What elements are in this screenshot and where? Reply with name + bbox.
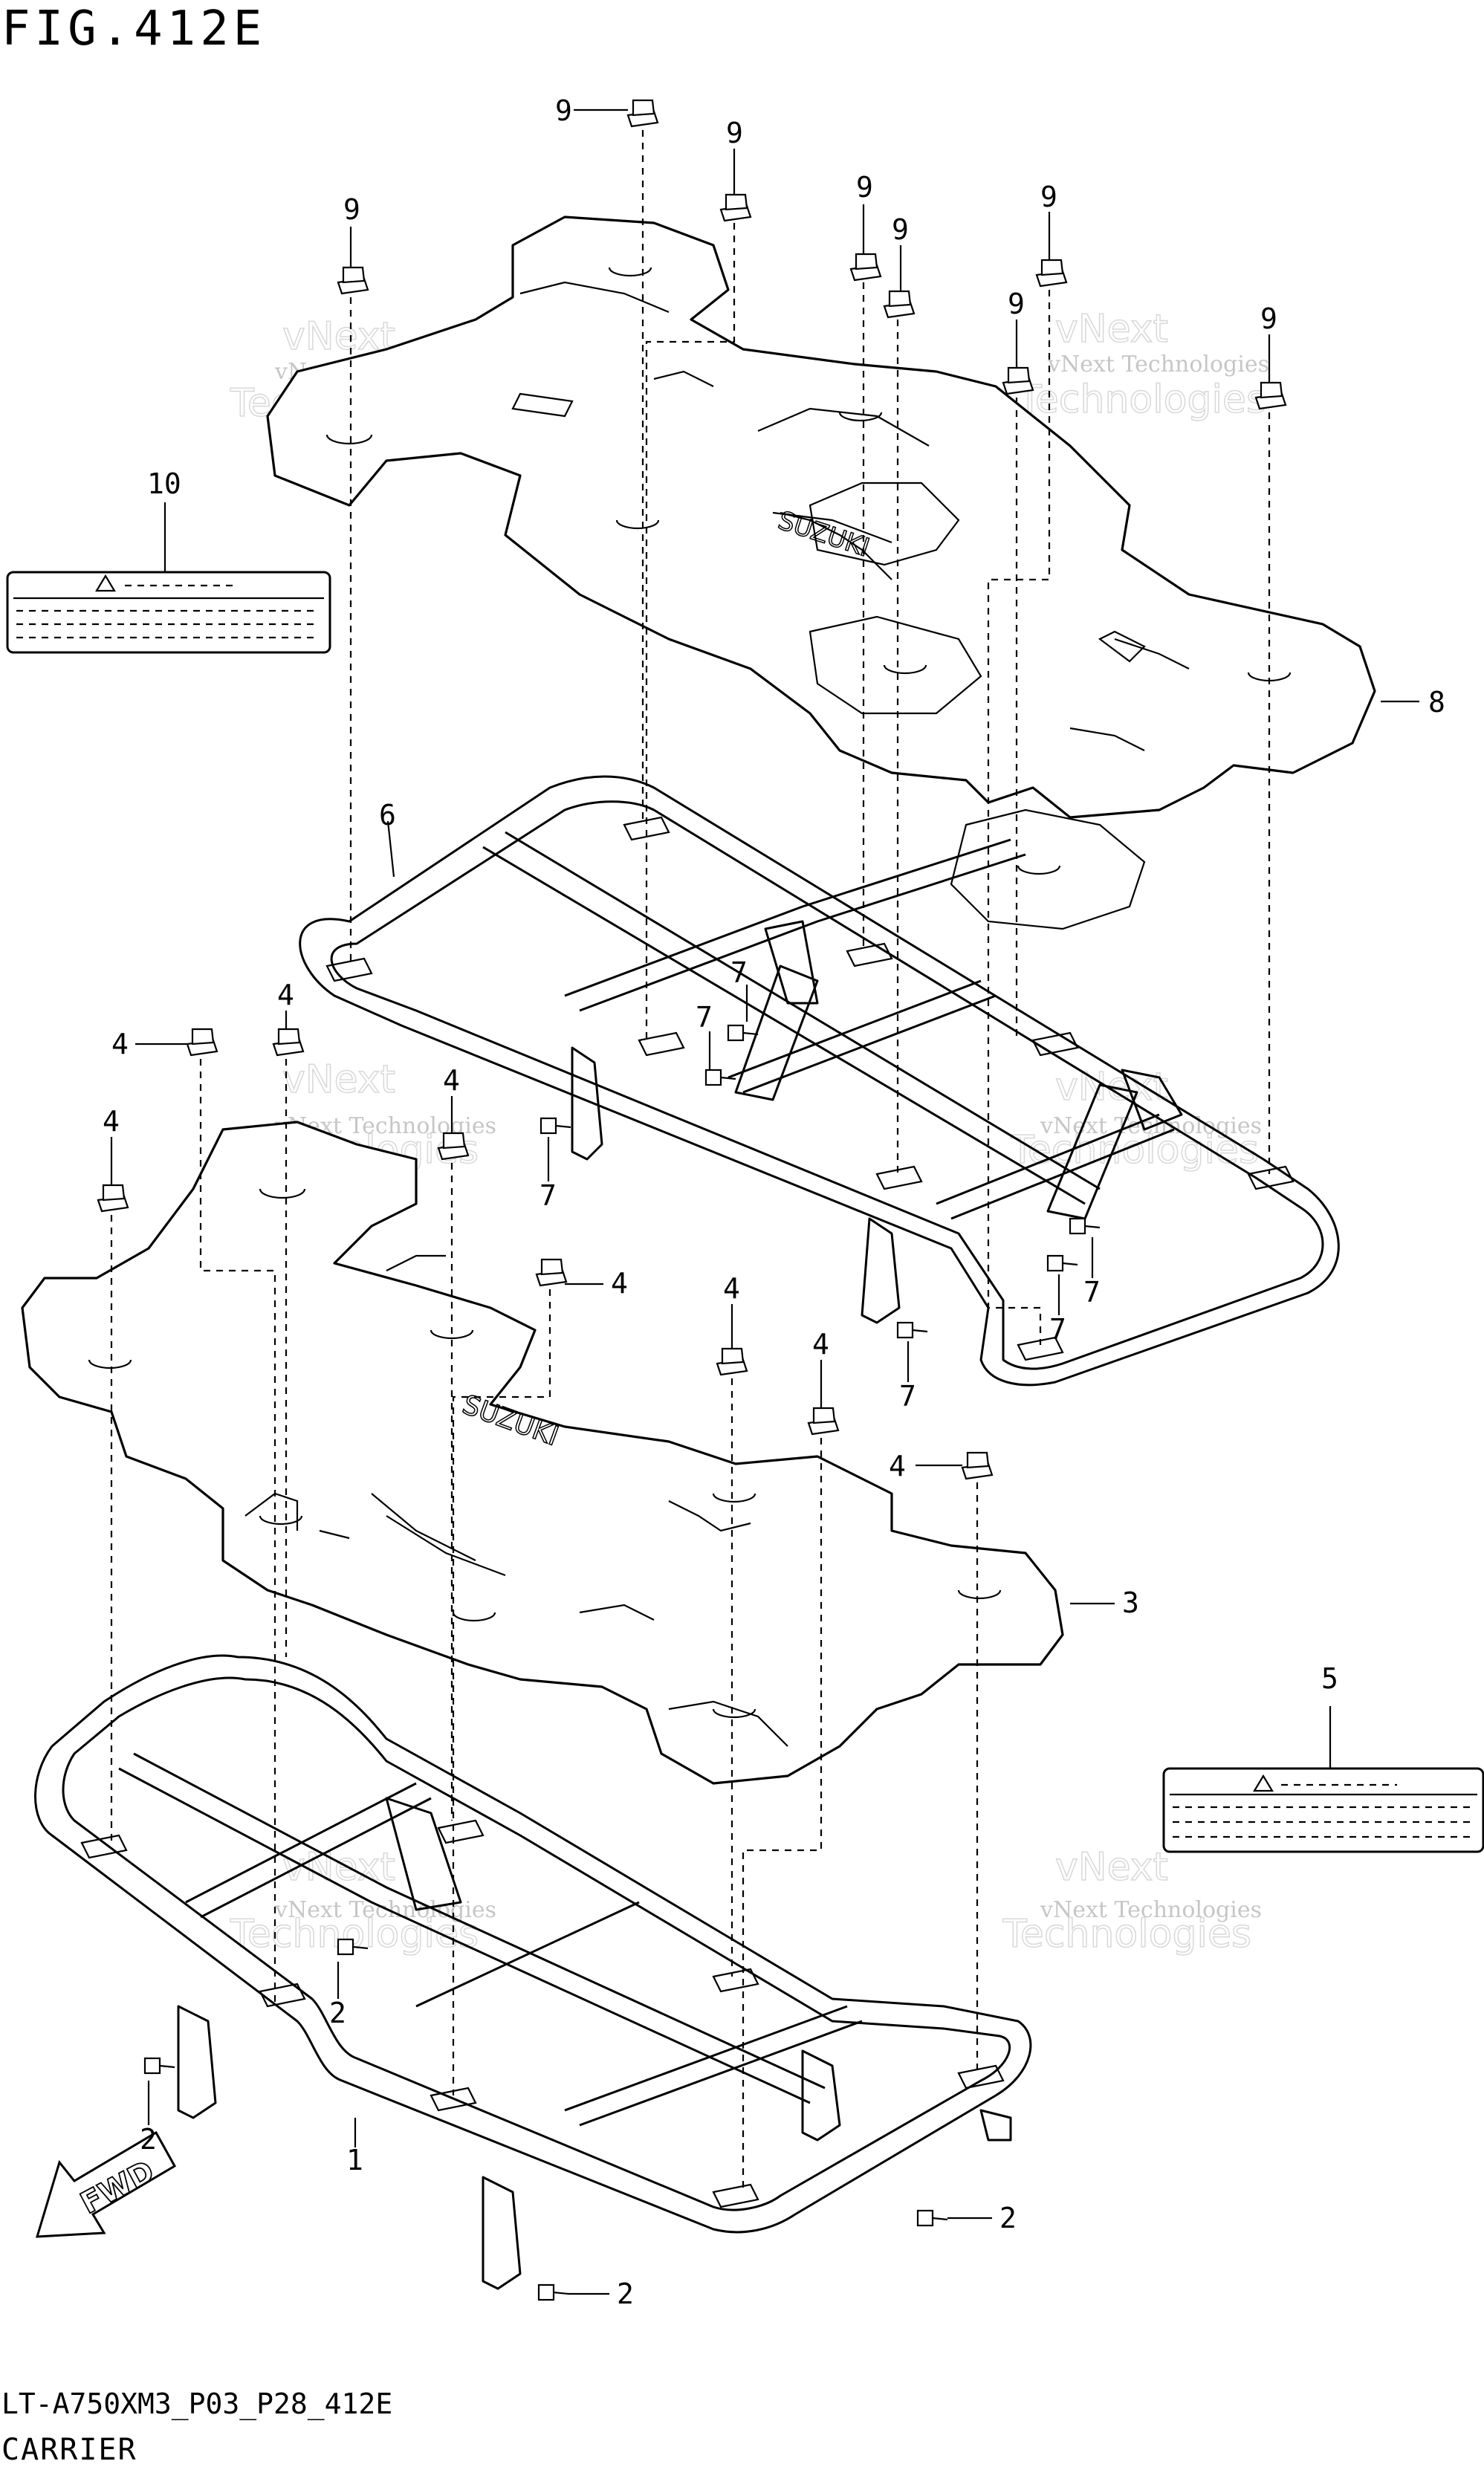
bolt-icon bbox=[337, 266, 369, 295]
callout-7: 7 bbox=[696, 1001, 713, 1034]
screws-2 bbox=[143, 1938, 948, 2301]
screws-7 bbox=[540, 1024, 1101, 1339]
screw-icon bbox=[916, 2209, 948, 2227]
callout-9: 9 bbox=[892, 213, 909, 246]
callout-7: 7 bbox=[1083, 1276, 1101, 1309]
rear-carrier-cover: SUZUKI bbox=[266, 215, 1376, 930]
callout-4: 4 bbox=[723, 1272, 740, 1305]
callout-4: 4 bbox=[889, 1450, 906, 1482]
callout-6: 6 bbox=[379, 799, 396, 831]
bolt-icon bbox=[883, 290, 916, 319]
callout-9: 9 bbox=[555, 94, 572, 127]
callout-labels: 9 9 9 9 9 9 9 9 10 8 6 7 7 7 7 7 7 4 4 4… bbox=[103, 94, 1445, 2310]
callout-5: 5 bbox=[1321, 1662, 1338, 1695]
bolt-icon bbox=[961, 1451, 994, 1480]
screw-icon bbox=[1046, 1254, 1078, 1272]
watermark-text: vNext Technologies bbox=[1040, 1897, 1262, 1923]
callout-9: 9 bbox=[856, 171, 873, 204]
callout-7: 7 bbox=[730, 956, 748, 989]
watermark-large: vNext bbox=[1055, 1845, 1168, 1890]
figure-caption: CARRIER bbox=[1, 2433, 137, 2467]
screw-icon bbox=[143, 2057, 175, 2075]
bolt-icon bbox=[1254, 381, 1287, 410]
watermark-large: Technologies bbox=[1010, 1128, 1259, 1173]
bolt-icon bbox=[272, 1028, 305, 1057]
bolt-icon bbox=[1002, 366, 1034, 395]
watermark-large: Technologies bbox=[230, 1912, 479, 1957]
assembly-lines-lower bbox=[110, 1059, 979, 2192]
callout-4: 4 bbox=[111, 1028, 129, 1060]
callout-9: 9 bbox=[1040, 181, 1057, 213]
watermark-large: Technologies bbox=[1017, 377, 1266, 422]
callout-4: 4 bbox=[443, 1064, 460, 1097]
bolt-icon bbox=[535, 1258, 568, 1287]
callout-8: 8 bbox=[1428, 686, 1445, 719]
watermark-large: vNext bbox=[282, 1057, 395, 1102]
callout-4: 4 bbox=[611, 1267, 628, 1300]
front-carrier-cover: SUZUKI bbox=[21, 1121, 1064, 1785]
callout-9: 9 bbox=[343, 193, 360, 226]
screw-icon bbox=[896, 1321, 928, 1339]
screw-icon bbox=[337, 1938, 369, 1956]
warning-label-10 bbox=[6, 502, 331, 654]
watermark-large: vNext bbox=[1055, 307, 1168, 351]
figure-code: LT-A750XM3_P03_P28_412E bbox=[1, 2387, 392, 2421]
bolt-icon bbox=[626, 99, 659, 128]
leader-lines bbox=[110, 108, 1419, 2295]
callout-1: 1 bbox=[346, 2144, 363, 2176]
assembly-lines-upper bbox=[349, 130, 1271, 1345]
bolts-9 bbox=[337, 99, 1287, 410]
bolt-icon bbox=[1035, 259, 1068, 288]
callout-9: 9 bbox=[726, 117, 743, 149]
bolt-icon bbox=[807, 1407, 840, 1436]
bolt-icon bbox=[437, 1132, 470, 1161]
bolt-icon bbox=[849, 253, 882, 282]
callout-4: 4 bbox=[277, 979, 294, 1011]
callout-9: 9 bbox=[1260, 302, 1277, 335]
callout-9: 9 bbox=[1008, 288, 1025, 320]
screw-icon bbox=[1069, 1217, 1101, 1235]
callout-2: 2 bbox=[999, 2202, 1017, 2234]
screw-icon bbox=[540, 1117, 571, 1135]
watermark-text: vNext Technologies bbox=[1047, 351, 1269, 377]
callout-7: 7 bbox=[899, 1380, 916, 1413]
callout-4: 4 bbox=[103, 1105, 120, 1138]
rear-carrier-rack bbox=[299, 775, 1340, 1387]
screw-icon bbox=[537, 2283, 569, 2301]
callout-2: 2 bbox=[329, 1997, 346, 2029]
screw-icon bbox=[704, 1069, 736, 1086]
callout-7: 7 bbox=[540, 1179, 557, 1212]
bolts-4 bbox=[97, 1028, 994, 1480]
figure-title: FIG.412E bbox=[1, 1, 266, 56]
bolt-icon bbox=[97, 1184, 129, 1213]
callout-10: 10 bbox=[147, 467, 181, 500]
bolt-icon bbox=[719, 193, 752, 222]
watermark-large: Technologies bbox=[1002, 1912, 1251, 1957]
bolt-icon bbox=[716, 1347, 748, 1376]
watermark-text: vNext Technologies bbox=[274, 1897, 496, 1923]
warning-label-5 bbox=[1162, 1706, 1484, 1853]
callout-3: 3 bbox=[1122, 1586, 1139, 1619]
callout-2: 2 bbox=[617, 2278, 634, 2310]
fwd-label: FWD bbox=[75, 2154, 160, 2221]
front-carrier-rack bbox=[34, 1654, 1032, 2290]
callout-2: 2 bbox=[140, 2123, 157, 2156]
callout-7: 7 bbox=[1049, 1313, 1066, 1346]
callout-4: 4 bbox=[812, 1328, 829, 1361]
bolt-icon bbox=[186, 1028, 218, 1057]
screw-icon bbox=[727, 1024, 759, 1042]
